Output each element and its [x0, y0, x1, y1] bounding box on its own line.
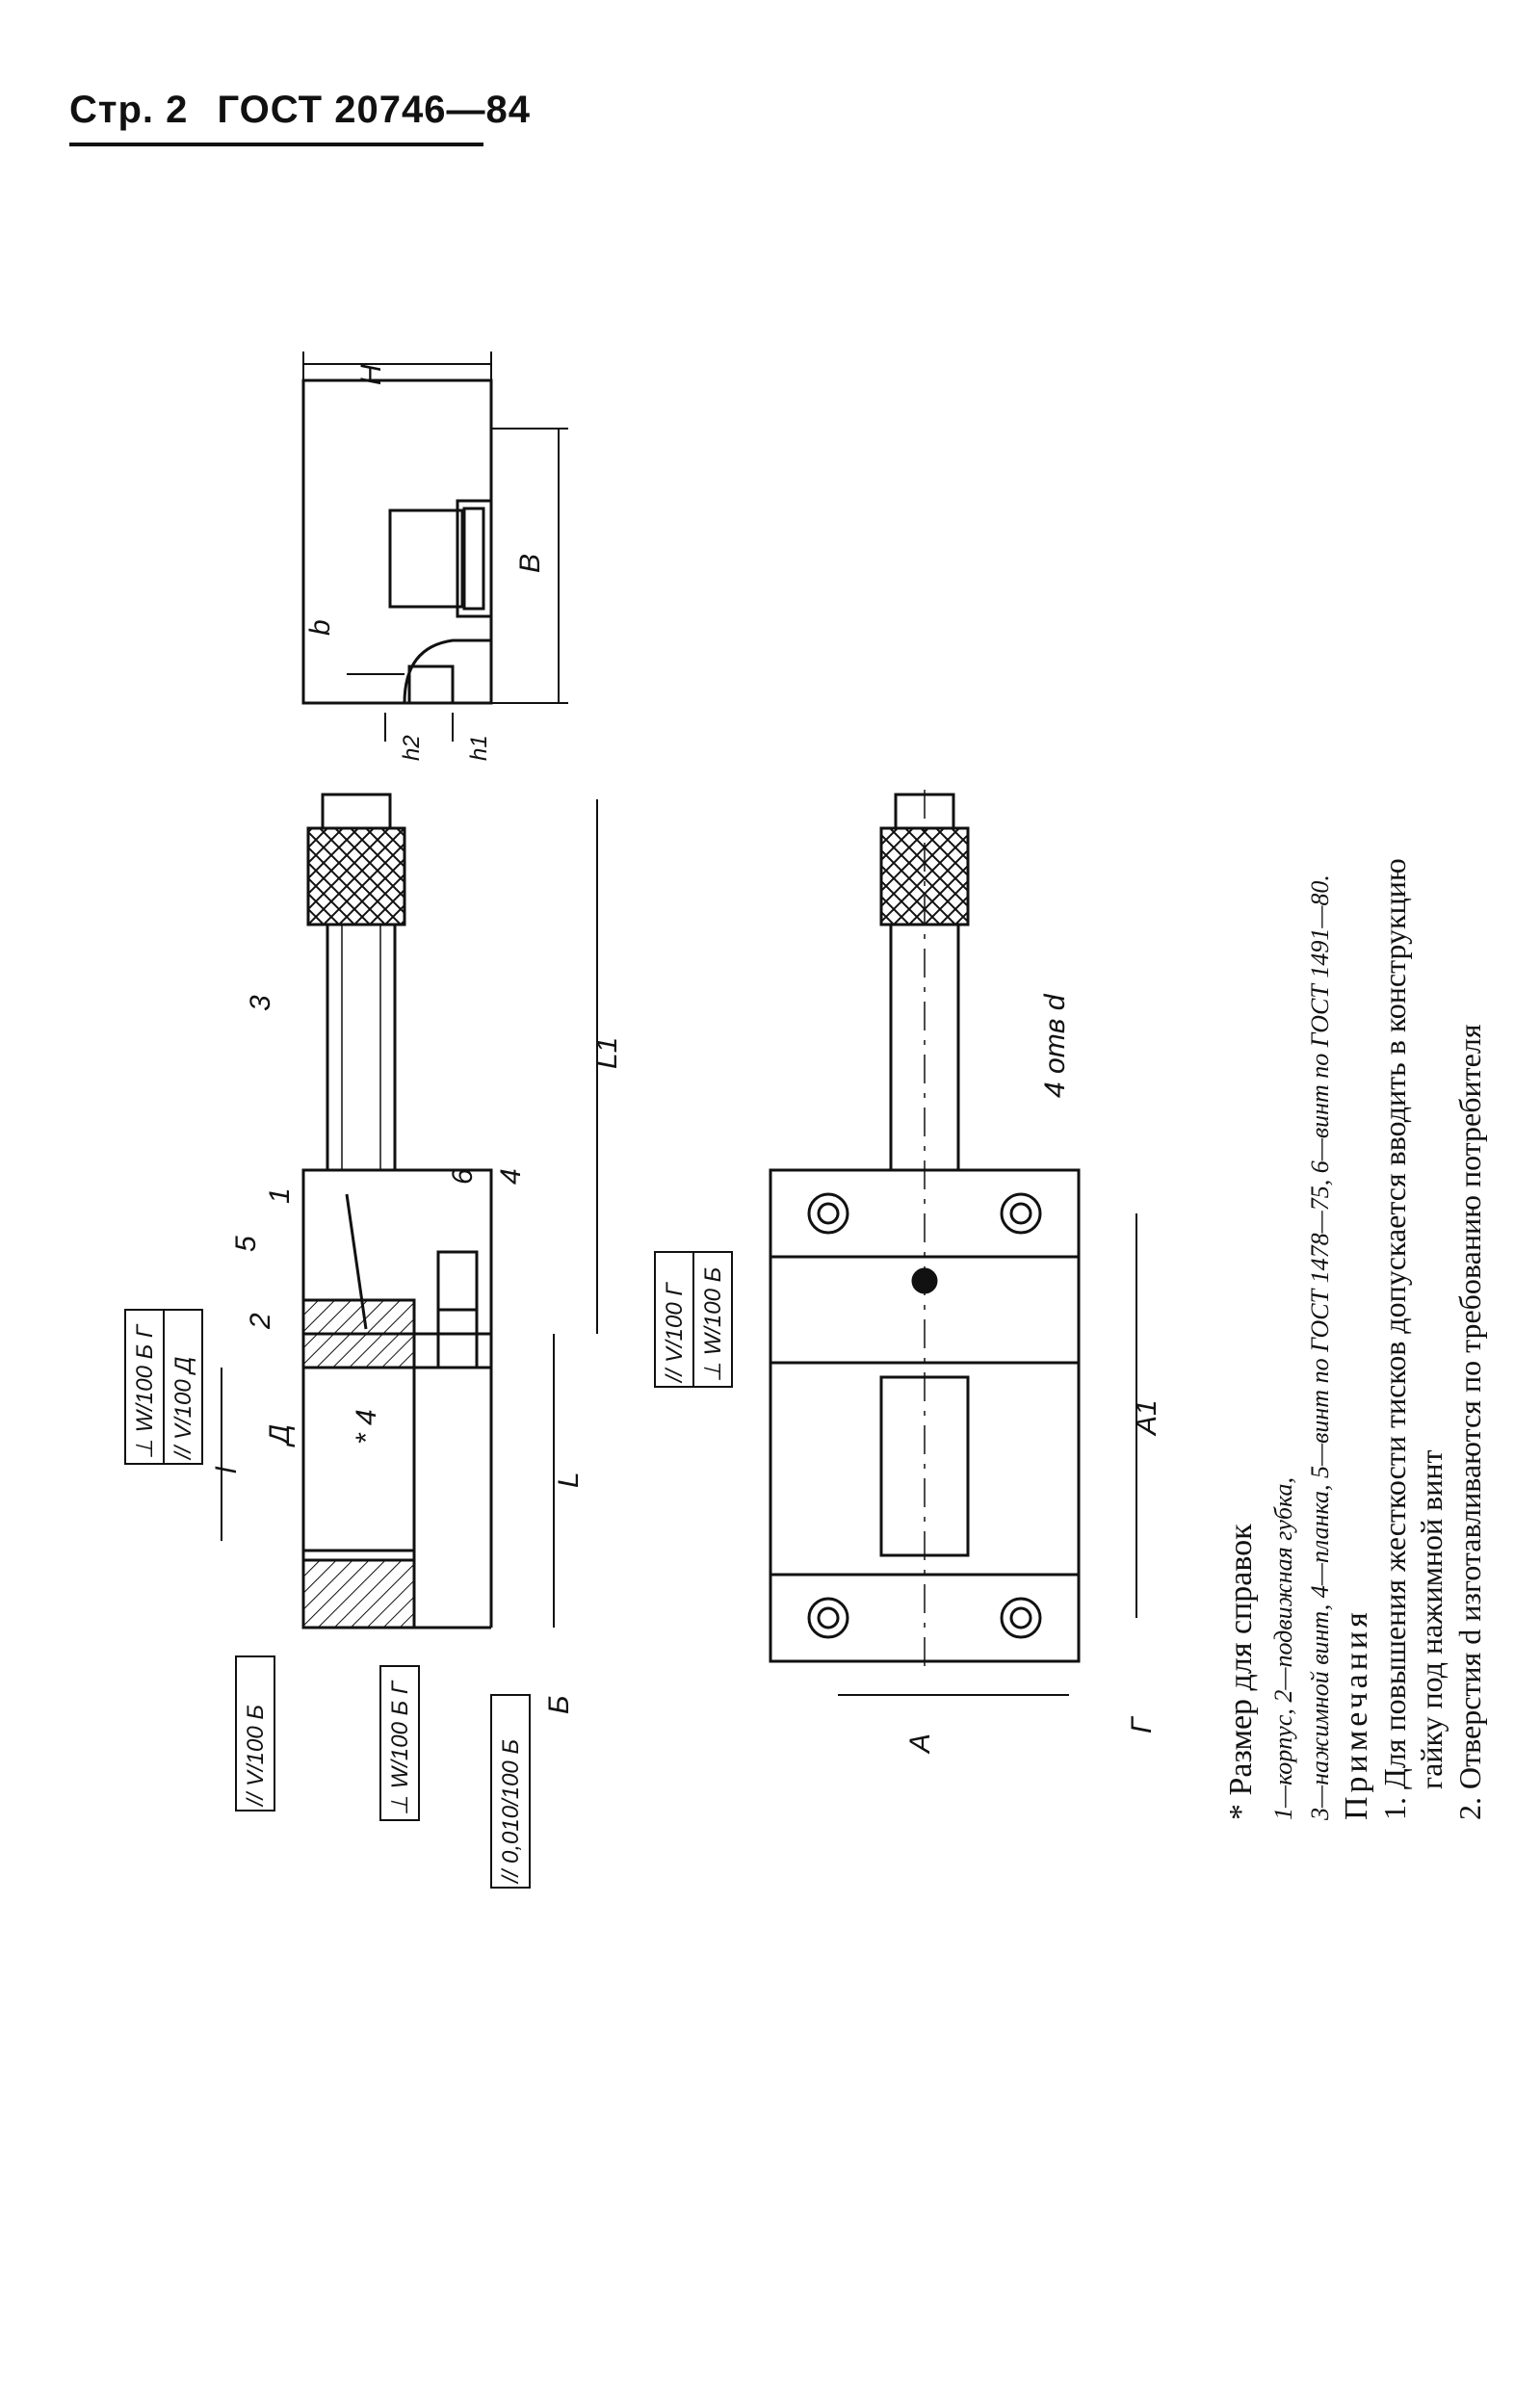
label-L: L — [553, 1472, 585, 1488]
datum-B: Б — [543, 1695, 575, 1714]
datum-G: Г — [1126, 1715, 1158, 1733]
tolerance-6: // V/100 Г — [662, 1282, 688, 1384]
page-header: Стр. 2 ГОСТ 20746—84 — [69, 89, 548, 132]
label-part4: 4 — [495, 1168, 527, 1185]
label-part3: 3 — [245, 995, 276, 1011]
plan-view — [769, 790, 1137, 1696]
tolerance-4: ⊥ W/100 Б Г — [387, 1680, 413, 1815]
tolerance-3: // V/100 Б — [243, 1705, 269, 1808]
footnote: * Размер для справок — [1223, 1524, 1259, 1820]
tolerance-7: ⊥ W/100 Б — [700, 1267, 726, 1382]
tolerance-1: ⊥ W/100 Б Г — [132, 1323, 158, 1459]
label-A1: A1 — [1131, 1399, 1162, 1437]
label-part5: 5 — [230, 1236, 262, 1252]
label-H: H — [355, 364, 387, 385]
page-label: Стр. 2 — [69, 89, 189, 131]
side-view — [301, 352, 568, 742]
datum-D: Д — [264, 1424, 296, 1447]
note-1b: гайку под нажимной винт — [1414, 1449, 1449, 1789]
label-part2: 2 — [245, 1313, 276, 1330]
label-L1: L1 — [591, 1037, 623, 1069]
label-l: l — [211, 1466, 243, 1473]
tolerance-2: // V/100 Д — [170, 1357, 196, 1461]
drawing-labels: H B b h2 h1 L1 L l * 4 3 1 2 5 6 4 4 отв… — [132, 364, 1162, 1885]
label-B: B — [514, 554, 546, 573]
label-b: b — [304, 619, 336, 636]
parts-line-1: 1—корпус, 2—подвижная губка, — [1269, 1476, 1297, 1820]
label-A: A — [904, 1733, 936, 1755]
note-1a: 1. Для повышения жесткости тисков допуск… — [1377, 858, 1412, 1820]
note-2: 2. Отверстия d изготавливаются по требов… — [1452, 1024, 1487, 1820]
section-view — [221, 793, 598, 1629]
label-star4: * 4 — [351, 1409, 382, 1445]
label-h2: h2 — [399, 735, 425, 761]
label-holes: 4 отв d — [1039, 993, 1071, 1098]
notes-title: Примечания — [1339, 1608, 1374, 1820]
tolerance-5: // 0,010/100 Б — [498, 1739, 524, 1885]
standard-number: ГОСТ 20746—84 — [217, 89, 531, 131]
parts-line-2: 3—нажимной винт, 4—планка, 5—винт по ГОС… — [1306, 874, 1334, 1820]
label-h1: h1 — [466, 735, 492, 761]
label-part6: 6 — [447, 1168, 479, 1185]
tolerance-frames — [124, 1251, 733, 1889]
header-rule — [69, 143, 483, 146]
label-part1: 1 — [264, 1187, 296, 1204]
